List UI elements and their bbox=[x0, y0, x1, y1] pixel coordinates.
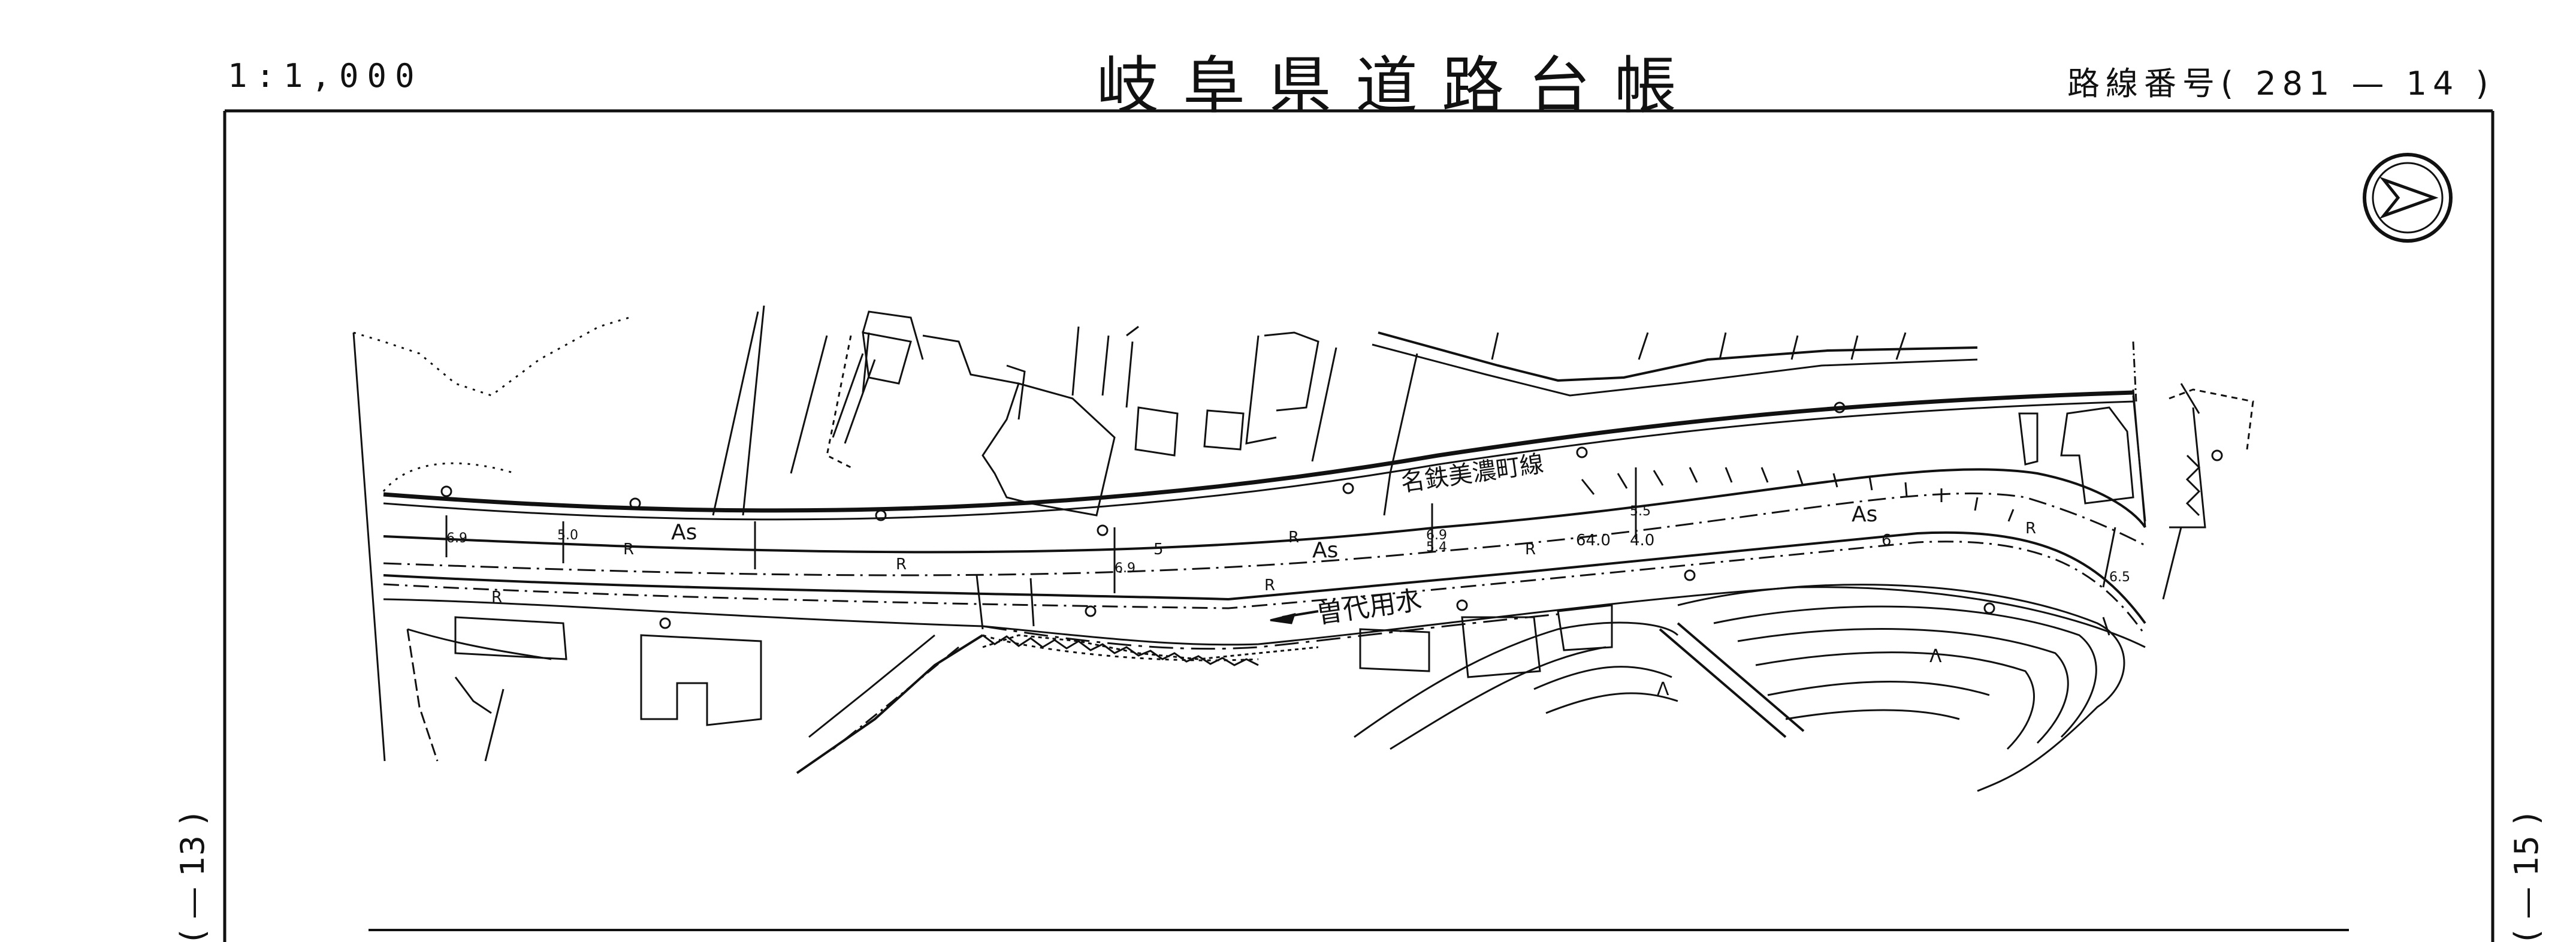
width-2: 5.0 bbox=[557, 528, 578, 543]
sheet-frame bbox=[223, 109, 2495, 942]
width-8: 6 bbox=[1882, 532, 1892, 550]
width-1: 6.9 bbox=[446, 531, 467, 546]
surface-label-3: As bbox=[1852, 502, 1877, 527]
width-7: 5.5 bbox=[1630, 504, 1651, 519]
retaining-wall bbox=[982, 454, 2201, 666]
chainage-label: 64.0 bbox=[1576, 532, 1611, 550]
route-number: 路線番号( 281 — 14 ) bbox=[2067, 65, 2495, 102]
lane-mark-4: R bbox=[1525, 541, 1536, 558]
width-5: 6.9 bbox=[1426, 528, 1447, 543]
width-3: 6.9 bbox=[1115, 561, 1136, 576]
main-road bbox=[383, 468, 2146, 648]
side-roads bbox=[406, 604, 1805, 774]
lane-mark-1: R bbox=[623, 541, 634, 558]
north-arrow-icon bbox=[2363, 153, 2453, 243]
chainage-offset: 4.0 bbox=[1630, 532, 1654, 550]
waterway-label: 曽代用水 bbox=[1315, 585, 1423, 630]
lane-mark-5: R bbox=[2025, 520, 2036, 538]
width-6: 5.4 bbox=[1426, 540, 1447, 555]
lane-mark-2: R bbox=[896, 555, 907, 573]
surface-label-2: As bbox=[1312, 538, 1338, 563]
terrain-mark-1: Λ bbox=[1929, 646, 1942, 667]
parcel-lines bbox=[352, 305, 2254, 762]
width-4: 5 bbox=[1153, 541, 1164, 558]
surface-label-1: As bbox=[671, 520, 697, 545]
railway-line bbox=[383, 390, 2146, 522]
road-ticks bbox=[445, 467, 2116, 636]
lane-mark-3: R bbox=[1288, 529, 1299, 547]
terrain-mark-2: Λ bbox=[1657, 679, 1669, 700]
width-9: 6.5 bbox=[2109, 570, 2130, 585]
map-symbols bbox=[440, 401, 2223, 629]
lane-mark-6: R bbox=[491, 588, 502, 606]
lane-mark-7: R bbox=[1264, 576, 1275, 594]
terrain-contours bbox=[1533, 584, 2125, 792]
map-scale: 1:1,000 bbox=[228, 57, 423, 95]
